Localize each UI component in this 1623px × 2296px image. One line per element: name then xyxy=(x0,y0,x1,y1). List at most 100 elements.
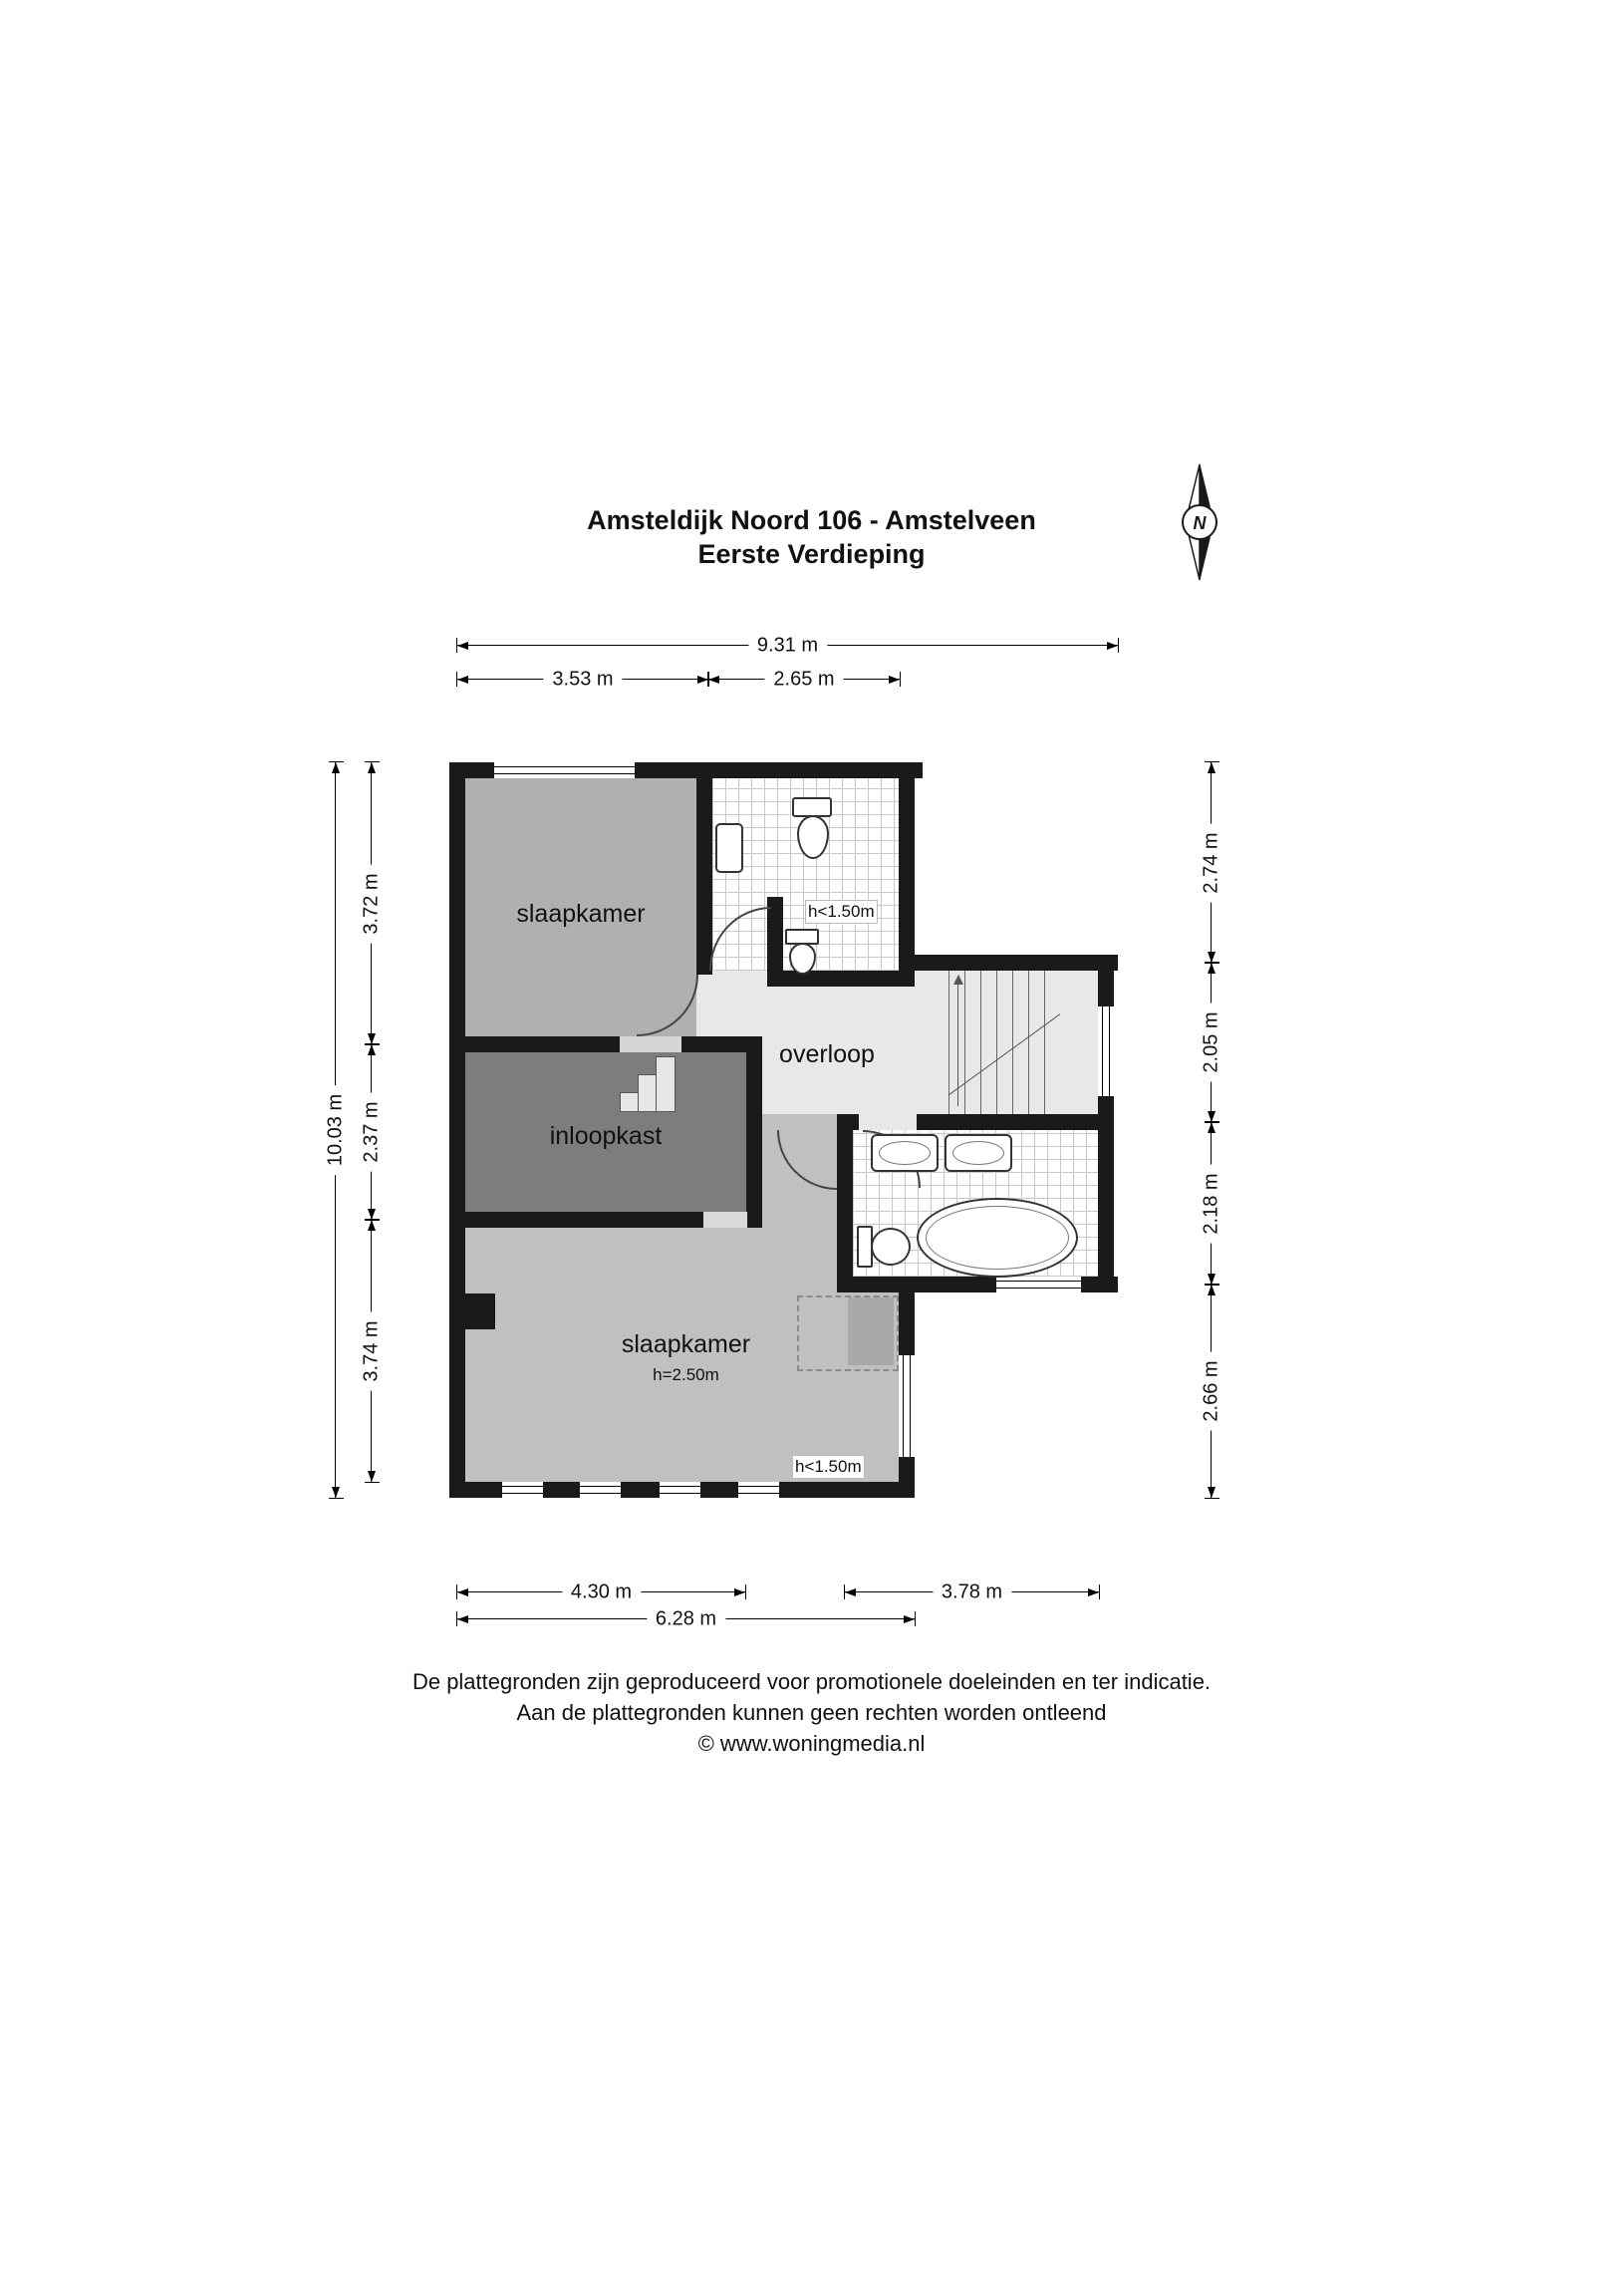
arrow-icon xyxy=(1107,642,1118,650)
arrow-icon xyxy=(1208,952,1216,963)
wall xyxy=(767,897,783,971)
arrow-icon xyxy=(368,1209,376,1220)
window xyxy=(494,762,635,778)
bathtub-symbol xyxy=(917,1198,1078,1278)
closet-fill xyxy=(848,1297,894,1365)
compass-icon: N xyxy=(1182,463,1217,581)
dim-right-segment-2: 2.05 m xyxy=(1200,962,1223,1123)
arrow-icon xyxy=(1208,1122,1216,1133)
door-opening xyxy=(703,1212,747,1228)
arrow-icon xyxy=(332,1487,340,1498)
door-opening xyxy=(712,971,767,987)
arrow-icon xyxy=(1208,1111,1216,1122)
arrow-icon xyxy=(368,1044,376,1055)
window xyxy=(1098,1006,1114,1096)
dim-top-left: 3.53 m xyxy=(456,668,709,692)
wall xyxy=(449,762,465,1498)
height-note-bedroom-bottom: h=2.50m xyxy=(653,1365,719,1384)
staircase xyxy=(948,971,1060,1114)
door-opening xyxy=(696,975,712,1036)
arrow-icon xyxy=(1208,1285,1216,1295)
arrow-icon xyxy=(904,1615,915,1623)
title-line2: Eerste Verdieping xyxy=(697,539,926,569)
window xyxy=(996,1277,1081,1292)
closet-outline xyxy=(797,1295,899,1371)
dim-left-segment-1: 3.72 m xyxy=(360,761,384,1045)
room-label-bedroom-top: slaapkamer xyxy=(516,900,646,928)
arrow-icon xyxy=(697,676,708,684)
dim-bottom-right: 3.78 m xyxy=(844,1580,1100,1604)
wall-nub xyxy=(465,1293,495,1329)
wall xyxy=(449,1212,762,1228)
compass-north-label: N xyxy=(1194,513,1208,533)
stair-direction-line xyxy=(957,985,958,1106)
arrow-icon xyxy=(368,1033,376,1044)
arrow-icon xyxy=(734,1588,745,1596)
arrow-icon xyxy=(368,1220,376,1231)
arrow-icon xyxy=(1208,762,1216,773)
small-step-3 xyxy=(656,1056,676,1112)
wall xyxy=(449,1036,762,1052)
room-label-bedroom-bottom: slaapkamer xyxy=(621,1330,751,1358)
sink-basin xyxy=(952,1141,1004,1165)
arrow-icon xyxy=(332,762,340,773)
arrow-icon xyxy=(708,676,719,684)
small-step-1 xyxy=(620,1092,640,1112)
disclaimer-line1: De plattegronden zijn geproduceerd voor … xyxy=(411,1669,1212,1694)
dim-right-segment-1: 2.74 m xyxy=(1200,761,1223,964)
arrow-icon xyxy=(368,1471,376,1482)
room-inloopkast xyxy=(465,1052,746,1212)
arrow-icon xyxy=(457,1615,468,1623)
height-note-bathroom-top: h<1.50m xyxy=(805,900,878,924)
arrow-icon xyxy=(1208,1274,1216,1285)
wall xyxy=(915,955,1118,971)
toilet-symbol xyxy=(789,943,816,975)
sink-symbol xyxy=(715,823,743,873)
low-height-note-bedroom-bottom: h<1.50m xyxy=(792,1455,865,1479)
arrow-icon xyxy=(889,676,900,684)
toilet-tank-symbol xyxy=(792,797,832,817)
door-opening xyxy=(620,1036,681,1052)
room-bedroom-bottom xyxy=(465,1228,841,1482)
arrow-icon xyxy=(845,1588,856,1596)
sink-symbol xyxy=(871,1134,939,1172)
window xyxy=(660,1482,700,1498)
plan-title: Amsteldijk Noord 106 - Amstelveen Eerste… xyxy=(0,503,1623,571)
window xyxy=(580,1482,621,1498)
dim-right-segment-3: 2.18 m xyxy=(1200,1121,1223,1286)
dim-left-total: 10.03 m xyxy=(324,761,348,1499)
toilet-symbol xyxy=(797,815,829,859)
window xyxy=(738,1482,779,1498)
arrow-icon xyxy=(457,676,468,684)
bathtub-inner xyxy=(926,1206,1069,1270)
disclaimer-line2: Aan de plattegronden kunnen geen rechten… xyxy=(516,1700,1107,1725)
small-step-2 xyxy=(638,1074,658,1112)
arrow-icon xyxy=(457,642,468,650)
sink-symbol xyxy=(945,1134,1012,1172)
dim-right-segment-4: 2.66 m xyxy=(1200,1284,1223,1499)
toilet-symbol xyxy=(871,1228,911,1266)
sink-basin xyxy=(879,1141,931,1165)
stair-arrow-icon xyxy=(953,975,963,985)
wall xyxy=(837,1114,853,1292)
dim-left-segment-2: 2.37 m xyxy=(360,1043,384,1221)
arrow-icon xyxy=(1208,963,1216,974)
title-line1: Amsteldijk Noord 106 - Amstelveen xyxy=(587,505,1036,535)
arrow-icon xyxy=(1208,1487,1216,1498)
dim-top-right: 2.65 m xyxy=(707,668,901,692)
window xyxy=(899,1355,915,1457)
window xyxy=(502,1482,543,1498)
dim-left-segment-3: 3.74 m xyxy=(360,1219,384,1483)
stair-diagonal-line xyxy=(948,979,1060,1103)
room-label-inloopkast: inloopkast xyxy=(549,1122,663,1150)
dim-bottom-left: 4.30 m xyxy=(456,1580,746,1604)
copyright: © www.woningmedia.nl xyxy=(697,1731,926,1756)
compass-circle xyxy=(1182,504,1217,540)
arrow-icon xyxy=(368,762,376,773)
door-opening xyxy=(859,1114,917,1130)
disclaimer: De plattegronden zijn geproduceerd voor … xyxy=(0,1666,1623,1759)
dim-bottom-total: 6.28 m xyxy=(456,1607,916,1631)
dim-top-total: 9.31 m xyxy=(456,634,1119,658)
room-label-overloop: overloop xyxy=(779,1040,875,1068)
